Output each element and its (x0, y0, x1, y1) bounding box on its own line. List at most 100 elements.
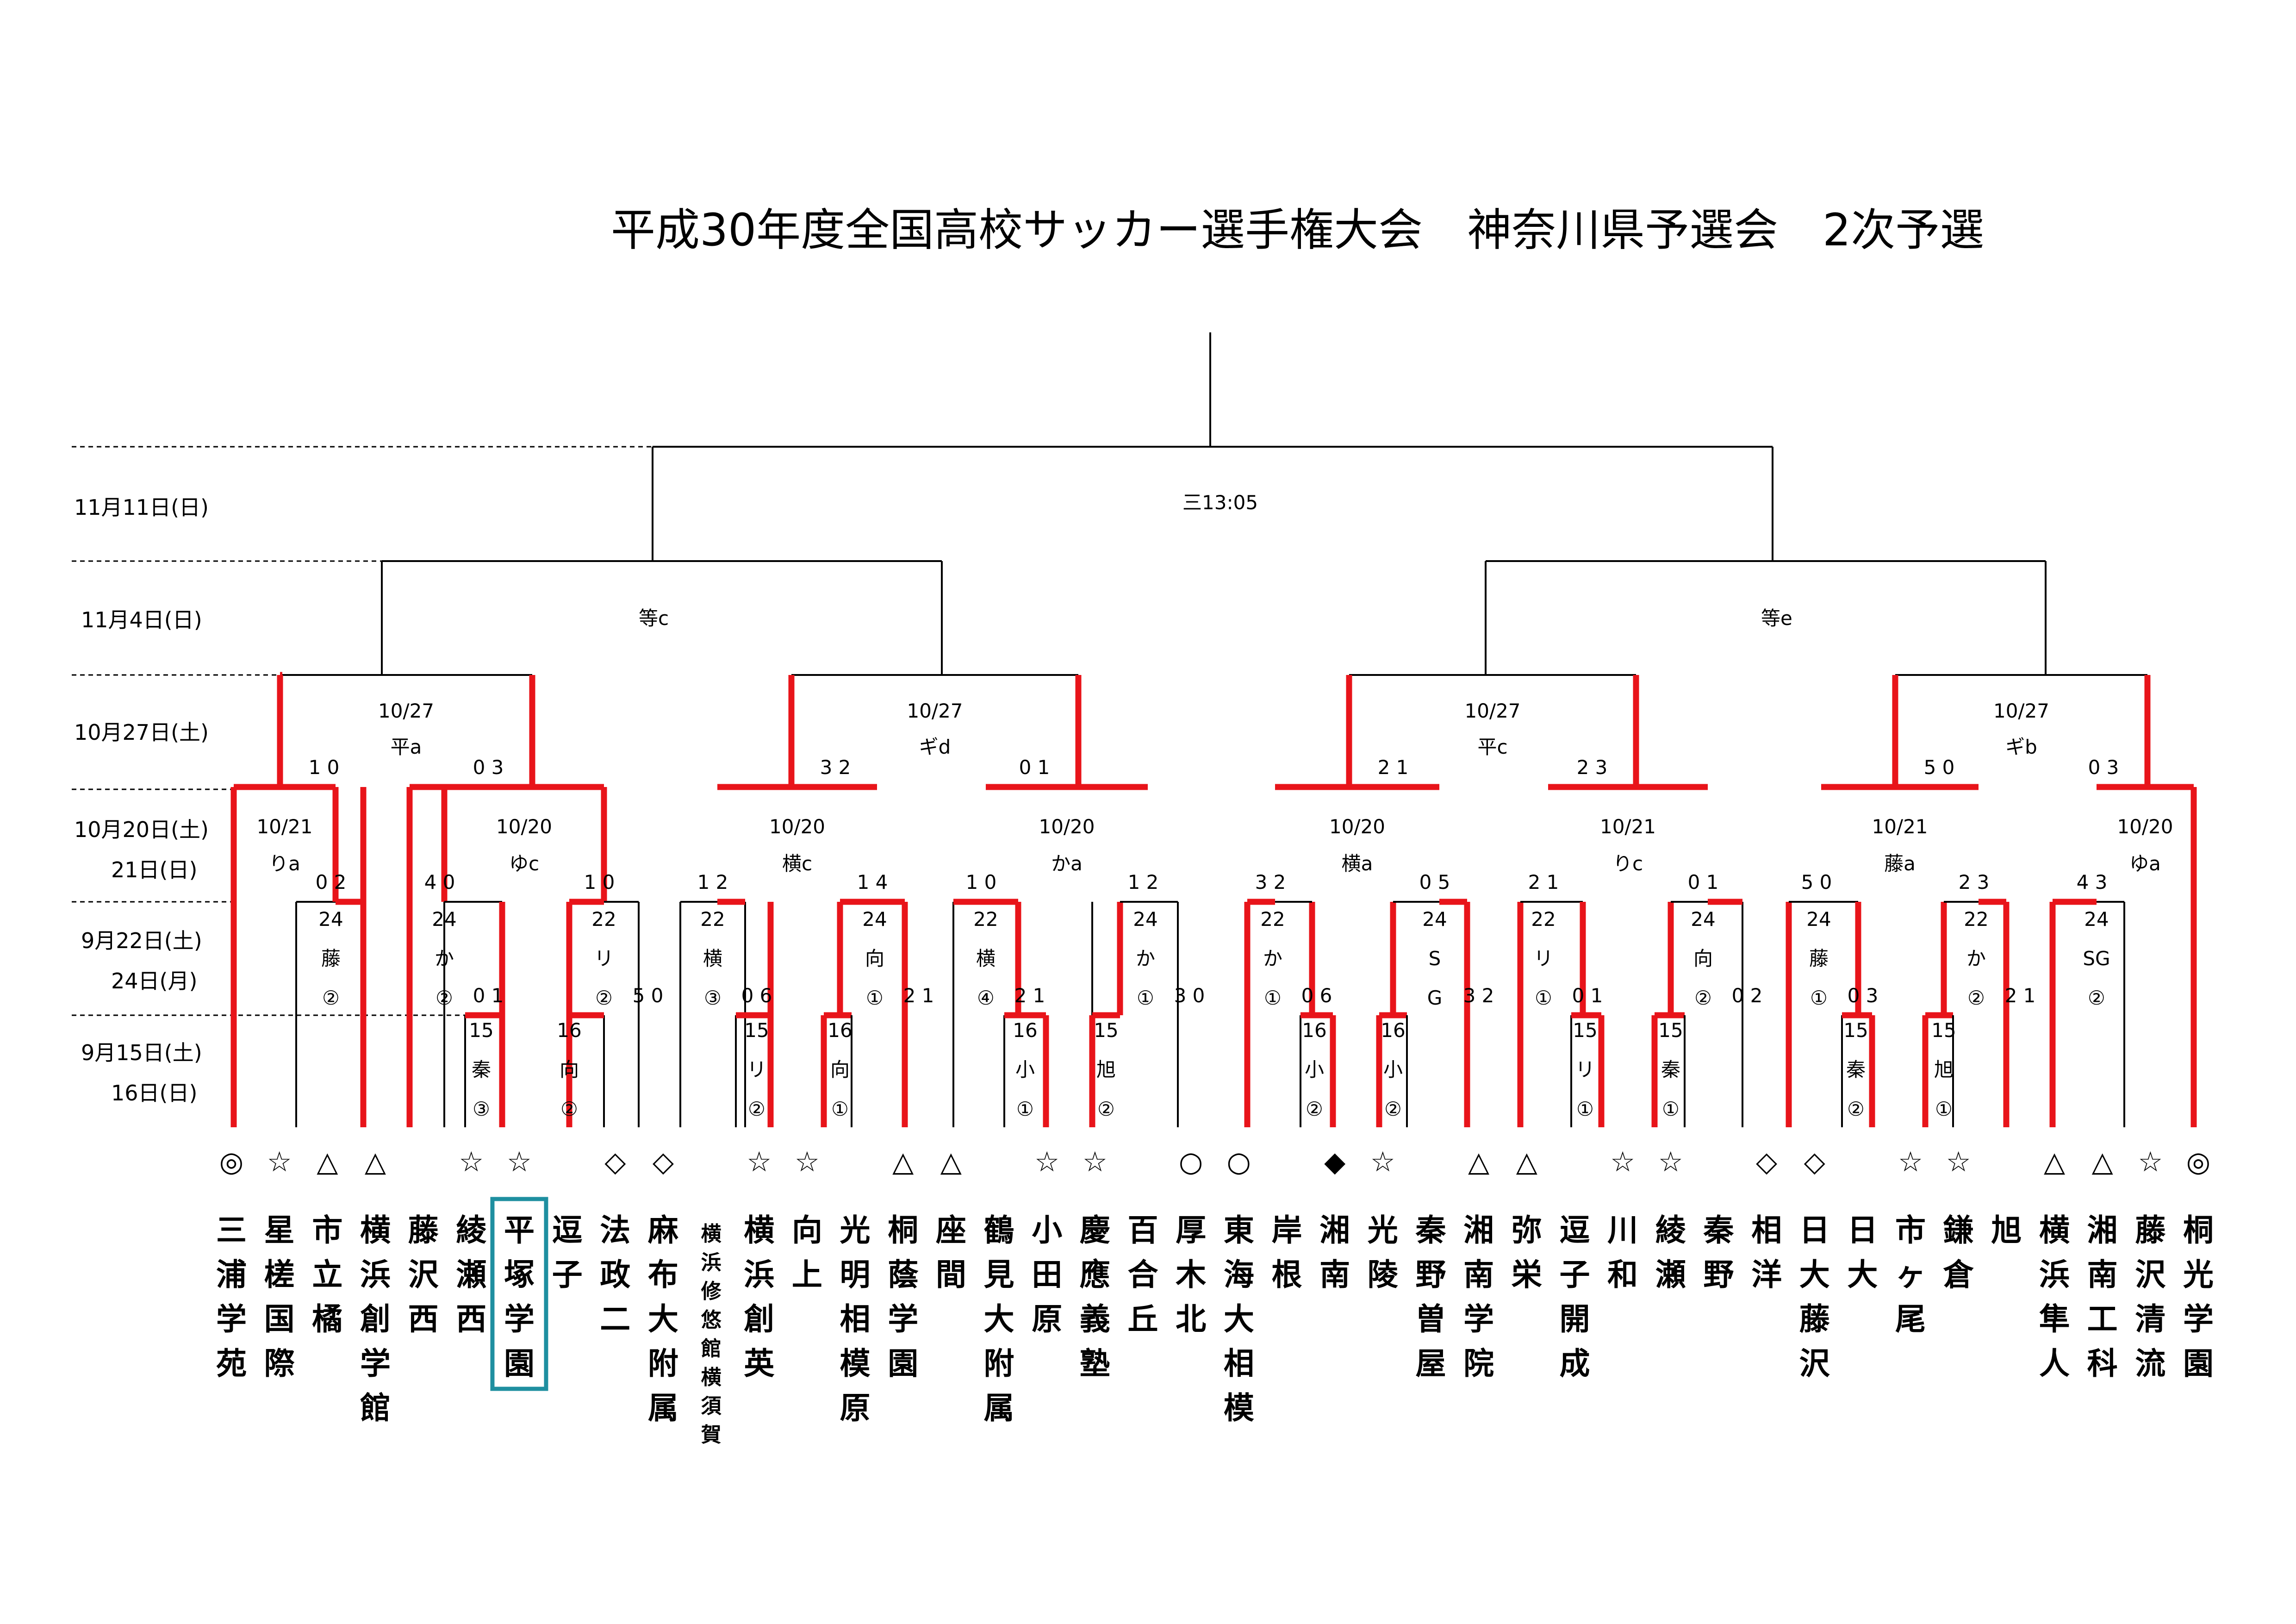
team-name-char: 洋 (1751, 1257, 1782, 1293)
round16-score: 1 2 (1128, 871, 1159, 893)
team-name-char: 市 (312, 1212, 342, 1248)
quarter-score: 0 3 (2088, 756, 2119, 779)
team-mark: ○ (1179, 1146, 1203, 1178)
semi-venue: 等c (639, 607, 669, 630)
team-name-char: 綾 (456, 1212, 486, 1248)
round16-date: 10/20 (2117, 815, 2173, 838)
team-name-char: 人 (2039, 1346, 2070, 1381)
team-mark: ☆ (1658, 1146, 1683, 1178)
round32-venue: か (1966, 947, 1986, 970)
team-name-char: 模 (1224, 1390, 1254, 1426)
team-name-char: 小 (1032, 1212, 1062, 1248)
team-name-char: 北 (1176, 1301, 1206, 1337)
round16-date: 10/21 (1872, 815, 1928, 838)
round16-venue: ゆa (2129, 852, 2161, 875)
round32-day: 22 (700, 908, 725, 931)
round16-score: 1 2 (697, 871, 728, 893)
team-mark: ☆ (747, 1146, 772, 1178)
team-name-char: 布 (648, 1257, 678, 1293)
team-name-char: 明 (840, 1257, 871, 1293)
team-name-char: 学 (216, 1301, 247, 1337)
round32-day: 22 (1260, 908, 1285, 931)
team-name-char: 大 (648, 1301, 678, 1337)
quarter-venue: ギb (2005, 736, 2037, 758)
team-name-char: 横 (2039, 1212, 2070, 1248)
team-name-char: 附 (984, 1346, 1014, 1381)
team-name-char: 創 (360, 1301, 391, 1337)
round16-score: 2 1 (1528, 871, 1559, 893)
team-name-char: 横 (701, 1222, 722, 1246)
team-name-char: 英 (744, 1346, 775, 1381)
round32-score: 0 6 (741, 984, 772, 1007)
team-name-char: 平 (504, 1212, 535, 1248)
team-mark: ☆ (459, 1146, 484, 1178)
team-name-char: 政 (600, 1257, 630, 1293)
round32-day: 24 (1422, 908, 1447, 931)
round32-day: 24 (862, 908, 887, 931)
team-name-char: 隼 (2039, 1301, 2070, 1337)
round64-number: ① (1662, 1098, 1680, 1120)
team-name-char: 岸 (1271, 1212, 1302, 1248)
quarter-venue: 平c (1477, 736, 1507, 758)
bracket-lines (230, 332, 2197, 1127)
round64-venue: 向 (560, 1058, 579, 1081)
round32-number: ② (322, 987, 340, 1009)
round64-day: 15 (744, 1019, 769, 1042)
round-separators (72, 446, 653, 1016)
team-name-char: 鎌 (1943, 1212, 1974, 1248)
round16-score: 5 0 (1801, 871, 1832, 893)
round32-venue: リ (1534, 947, 1553, 970)
team-name-char: 槎 (264, 1257, 295, 1293)
team-name-char: 苑 (216, 1346, 247, 1381)
team-name-char: 学 (1463, 1301, 1494, 1337)
team-name-char: 日 (1799, 1212, 1830, 1248)
round32-day: 24 (432, 908, 456, 931)
team-name-char: 旭 (1991, 1212, 2022, 1248)
team-mark: ◇ (1756, 1146, 1777, 1178)
team-name-char: 根 (1271, 1257, 1302, 1293)
round32-score: 2 1 (2005, 984, 2036, 1007)
team-name-char: 成 (1559, 1346, 1590, 1381)
round16-score: 0 1 (1688, 871, 1719, 893)
round32-venue: 向 (1693, 947, 1713, 970)
team-name-char: 座 (936, 1212, 966, 1248)
round64-day: 15 (469, 1019, 493, 1042)
team-mark: ◇ (1804, 1146, 1825, 1178)
round32-number: ① (866, 987, 884, 1009)
round64-day: 15 (1843, 1019, 1868, 1042)
team-name-char: 合 (1128, 1257, 1158, 1293)
round64-day: 16 (1013, 1019, 1037, 1042)
round32-number: G (1427, 987, 1443, 1009)
page-title: 平成30年度全国高校サッカー選手権大会 神奈川県予選会 2次予選 (611, 204, 1984, 256)
round64-venue: 秦 (1846, 1058, 1866, 1081)
team-name-char: 園 (888, 1346, 918, 1381)
team-name-char: 相 (840, 1301, 871, 1337)
round32-number: ④ (977, 987, 995, 1009)
team-name-char: 秦 (1703, 1212, 1734, 1248)
team-name-char: 学 (888, 1301, 918, 1337)
team-name-char: 塚 (504, 1257, 535, 1293)
team-mark: ☆ (1898, 1146, 1923, 1178)
team-name-char: 尾 (1895, 1301, 1926, 1337)
round32-score: 3 2 (1463, 984, 1494, 1007)
team-name-char: 須 (701, 1394, 722, 1418)
round16-venue: りc (1613, 852, 1643, 875)
round32-number: ① (1535, 987, 1552, 1009)
round-label-r64: 9月15日(土) (81, 1040, 202, 1065)
team-name-char: 学 (360, 1346, 391, 1381)
team-name-char: 海 (1224, 1257, 1254, 1293)
round64-venue: 向 (830, 1058, 850, 1081)
round64-number: ② (1097, 1098, 1115, 1120)
round32-number: ② (595, 987, 613, 1009)
round32-venue: SG (2083, 947, 2110, 970)
quarter-score: 0 3 (473, 756, 504, 779)
team-name-char: 市 (1895, 1212, 1926, 1248)
round64-day: 16 (557, 1019, 581, 1042)
round32-day: 22 (1531, 908, 1556, 931)
team-mark: △ (1516, 1146, 1537, 1178)
round64-number: ② (748, 1098, 765, 1120)
round-label-r32: 9月22日(土) (81, 928, 202, 953)
round32-day: 22 (973, 908, 998, 931)
round32-venue: 横 (703, 947, 722, 970)
